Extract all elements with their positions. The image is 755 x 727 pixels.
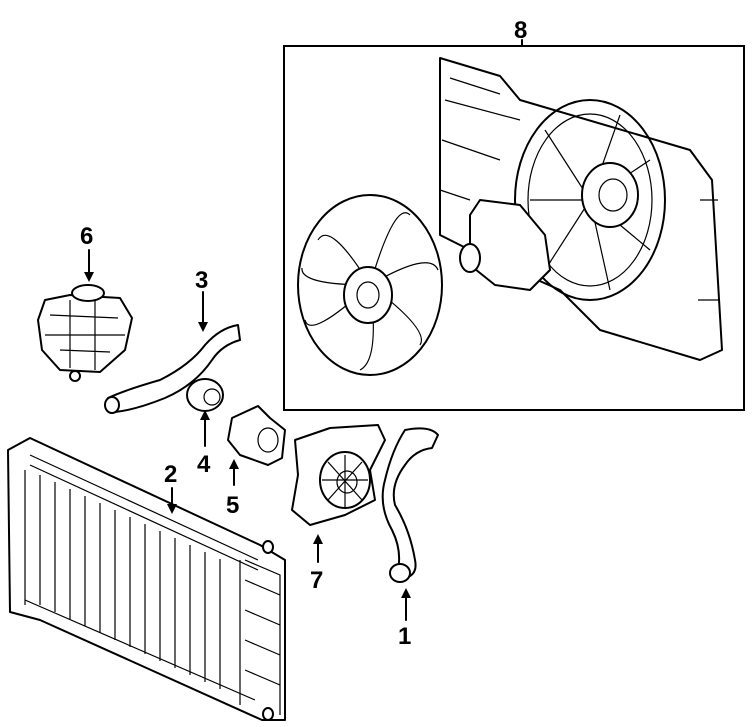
- radiator: [7, 437, 286, 721]
- reservoir-cap: [71, 284, 105, 302]
- upper-radiator-hose: [107, 324, 241, 413]
- callout-7: 7: [310, 567, 323, 594]
- shroud-fan-hub: [581, 162, 639, 228]
- callout-2: 2: [164, 461, 177, 488]
- fan-assembly-group: [283, 39, 745, 411]
- callout-6: 6: [80, 223, 93, 250]
- fan-assembly-box: [283, 45, 745, 411]
- front-fan-ring: [297, 194, 443, 376]
- thermostat-housing: [227, 405, 286, 466]
- thermostat: [186, 378, 224, 412]
- coolant-reservoir: [37, 284, 133, 382]
- shroud-fan-ring: [514, 99, 666, 301]
- lower-radiator-hose: [381, 427, 439, 579]
- water-pump: [291, 424, 386, 526]
- callout-5: 5: [226, 492, 239, 519]
- fan-motor: [469, 199, 551, 291]
- front-fan-hub: [343, 266, 393, 324]
- callout-3: 3: [195, 267, 208, 294]
- callout-1: 1: [398, 623, 411, 650]
- callout-8: 8: [514, 17, 527, 44]
- callout-4: 4: [197, 451, 211, 478]
